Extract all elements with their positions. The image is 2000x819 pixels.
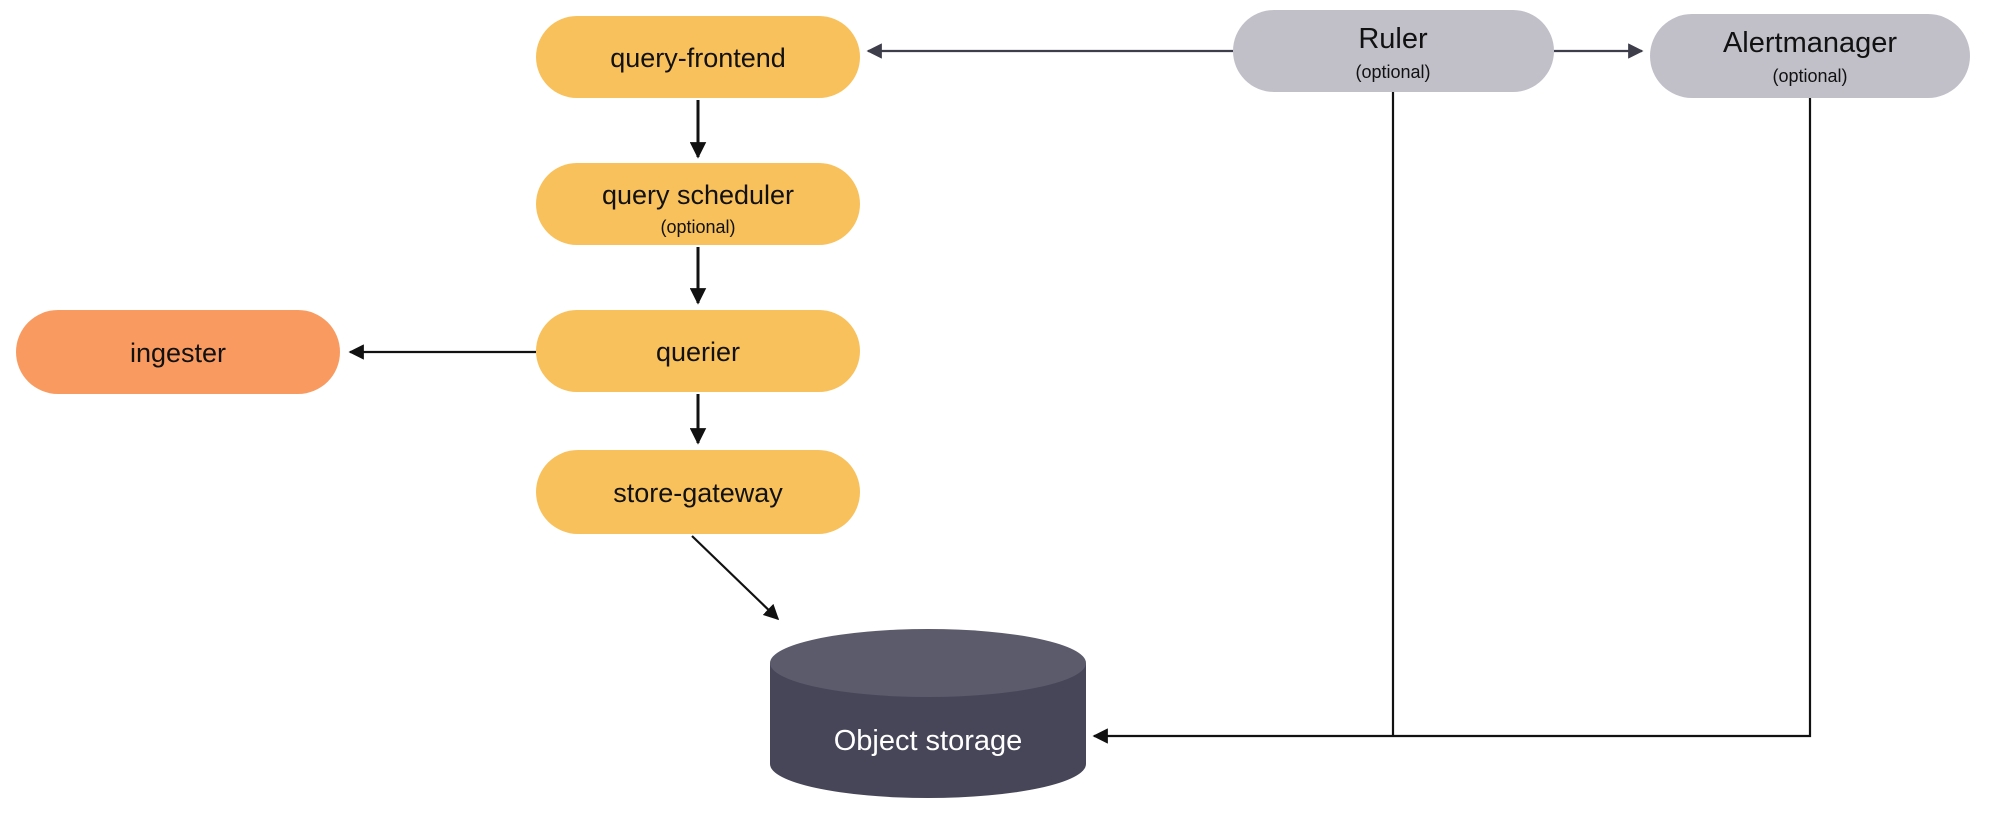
node-store-gateway: store-gateway <box>536 450 860 534</box>
alertmanager-pill <box>1650 14 1970 98</box>
query-scheduler-pill <box>536 163 860 245</box>
alertmanager-sublabel: (optional) <box>1772 66 1847 86</box>
query-frontend-label: query-frontend <box>610 43 786 73</box>
query-scheduler-sublabel: (optional) <box>660 217 735 237</box>
edge-store-gateway-to-object-storage <box>691 535 780 621</box>
ingester-pill <box>16 310 340 394</box>
node-query-scheduler: query scheduler (optional) <box>536 163 860 245</box>
query-frontend-pill <box>536 16 860 98</box>
node-ingester: ingester <box>16 310 340 394</box>
node-query-frontend: query-frontend <box>536 16 860 98</box>
edge-alertmanager-to-object-storage <box>1092 98 1812 744</box>
querier-label: querier <box>656 337 740 367</box>
ruler-pill <box>1233 10 1554 92</box>
node-object-storage: Object storage <box>770 629 1086 798</box>
querier-pill <box>536 310 860 392</box>
node-querier: querier <box>536 310 860 392</box>
node-ruler: Ruler (optional) <box>1233 10 1554 92</box>
store-gateway-pill <box>536 450 860 534</box>
object-storage-label: Object storage <box>834 725 1023 757</box>
alertmanager-label: Alertmanager <box>1723 27 1897 59</box>
ruler-label: Ruler <box>1358 23 1428 55</box>
query-scheduler-label: query scheduler <box>602 180 794 210</box>
edges <box>348 43 1812 744</box>
object-storage-cylinder-top <box>770 629 1086 697</box>
object-storage-cylinder-body <box>770 663 1086 798</box>
store-gateway-label: store-gateway <box>613 478 783 508</box>
ruler-sublabel: (optional) <box>1355 62 1430 82</box>
node-alertmanager: Alertmanager (optional) <box>1650 14 1970 98</box>
ingester-label: ingester <box>130 338 226 368</box>
